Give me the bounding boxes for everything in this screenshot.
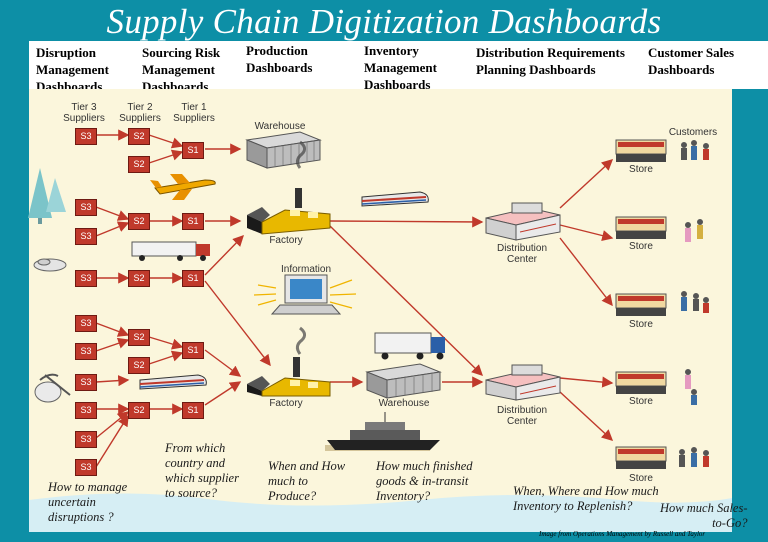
node-s3: S3 xyxy=(75,402,97,419)
truck-bottom-icon xyxy=(374,332,445,360)
factory-bottom-label: Factory xyxy=(269,398,303,409)
question-inventory: How much finished goods & in-transit Inv… xyxy=(376,459,473,503)
node-s3: S3 xyxy=(75,459,97,476)
header-production: Production Dashboards xyxy=(246,43,313,75)
warehouse-bottom-label: Warehouse xyxy=(378,398,430,409)
node-s2: S2 xyxy=(128,156,150,173)
store-icon-1 xyxy=(615,139,667,162)
question-disruptions: How to manage uncertain disruptions ? xyxy=(48,480,128,524)
node-s2: S2 xyxy=(128,213,150,230)
node-s1: S1 xyxy=(182,342,204,359)
distribution-center-bottom-label: Distribution Center xyxy=(496,405,548,427)
store-icon-5 xyxy=(615,446,667,469)
warehouse-top-icon xyxy=(245,131,322,169)
store-label: Store xyxy=(629,396,653,407)
node-s1: S1 xyxy=(182,213,204,230)
node-s3: S3 xyxy=(75,128,97,145)
node-s1: S1 xyxy=(182,142,204,159)
factory-top-icon xyxy=(247,140,331,235)
distribution-center-bottom-icon xyxy=(485,364,561,401)
water-decoration xyxy=(29,493,732,532)
rocks-icon xyxy=(33,258,67,272)
node-s2: S2 xyxy=(128,357,150,374)
warehouse-bottom-icon xyxy=(365,363,442,399)
store-icon-2 xyxy=(615,216,667,239)
node-s3: S3 xyxy=(75,431,97,448)
factory-bottom-icon xyxy=(247,326,331,397)
node-s3: S3 xyxy=(75,199,97,216)
store-label: Store xyxy=(629,319,653,330)
computer-icon xyxy=(253,274,357,315)
question-sales: How much Sales- to-Go? xyxy=(660,501,748,530)
information-label: Information xyxy=(280,264,332,275)
customer-icons xyxy=(679,140,709,467)
header-customer-sales: Customer Sales Dashboards xyxy=(648,45,735,77)
node-s2: S2 xyxy=(128,329,150,346)
node-s1: S1 xyxy=(182,402,204,419)
store-label: Store xyxy=(629,164,653,175)
header-distribution: Distribution Requirements Planning Dashb… xyxy=(476,45,625,77)
customers-label: Customers xyxy=(668,127,718,138)
header-inventory: Inventory Management Dashboards xyxy=(364,43,437,92)
node-s2: S2 xyxy=(128,270,150,287)
question-sourcing: From which country and which supplier to… xyxy=(165,441,239,500)
node-s3: S3 xyxy=(75,270,97,287)
warehouse-top-label: Warehouse xyxy=(254,121,306,132)
tier3-label: Tier 3 Suppliers xyxy=(63,102,105,124)
tier1-label: Tier 1 Suppliers xyxy=(173,102,215,124)
node-s2: S2 xyxy=(128,128,150,145)
node-s3: S3 xyxy=(75,343,97,360)
mining-icon xyxy=(34,373,71,403)
store-label: Store xyxy=(629,241,653,252)
flow-arrows xyxy=(95,129,614,468)
footnote: Image from Operations Management by Russ… xyxy=(539,530,706,538)
train-bottom-icon xyxy=(139,374,207,390)
ship-icon xyxy=(325,412,440,451)
page-title: Supply Chain Digitization Dashboards xyxy=(106,2,662,41)
store-label: Store xyxy=(629,473,653,484)
tier2-label: Tier 2 Suppliers xyxy=(119,102,161,124)
node-s3: S3 xyxy=(75,315,97,332)
store-icon-4 xyxy=(615,371,667,394)
node-s3: S3 xyxy=(75,228,97,245)
train-top-icon xyxy=(361,191,429,207)
node-s3: S3 xyxy=(75,374,97,391)
airplane-icon xyxy=(150,174,216,200)
trees-icon xyxy=(28,168,66,224)
store-icon-3 xyxy=(615,293,667,316)
store-icons xyxy=(615,139,667,469)
question-replenish: When, Where and How much Inventory to Re… xyxy=(513,484,659,513)
node-s1: S1 xyxy=(182,270,204,287)
node-s2: S2 xyxy=(128,402,150,419)
distribution-center-top-icon xyxy=(485,202,561,241)
header-band xyxy=(29,41,768,89)
question-production: When and How much to Produce? xyxy=(268,459,346,503)
truck-top-icon xyxy=(131,241,210,261)
factory-top-label: Factory xyxy=(269,235,303,246)
distribution-center-top-label: Distribution Center xyxy=(496,243,548,265)
